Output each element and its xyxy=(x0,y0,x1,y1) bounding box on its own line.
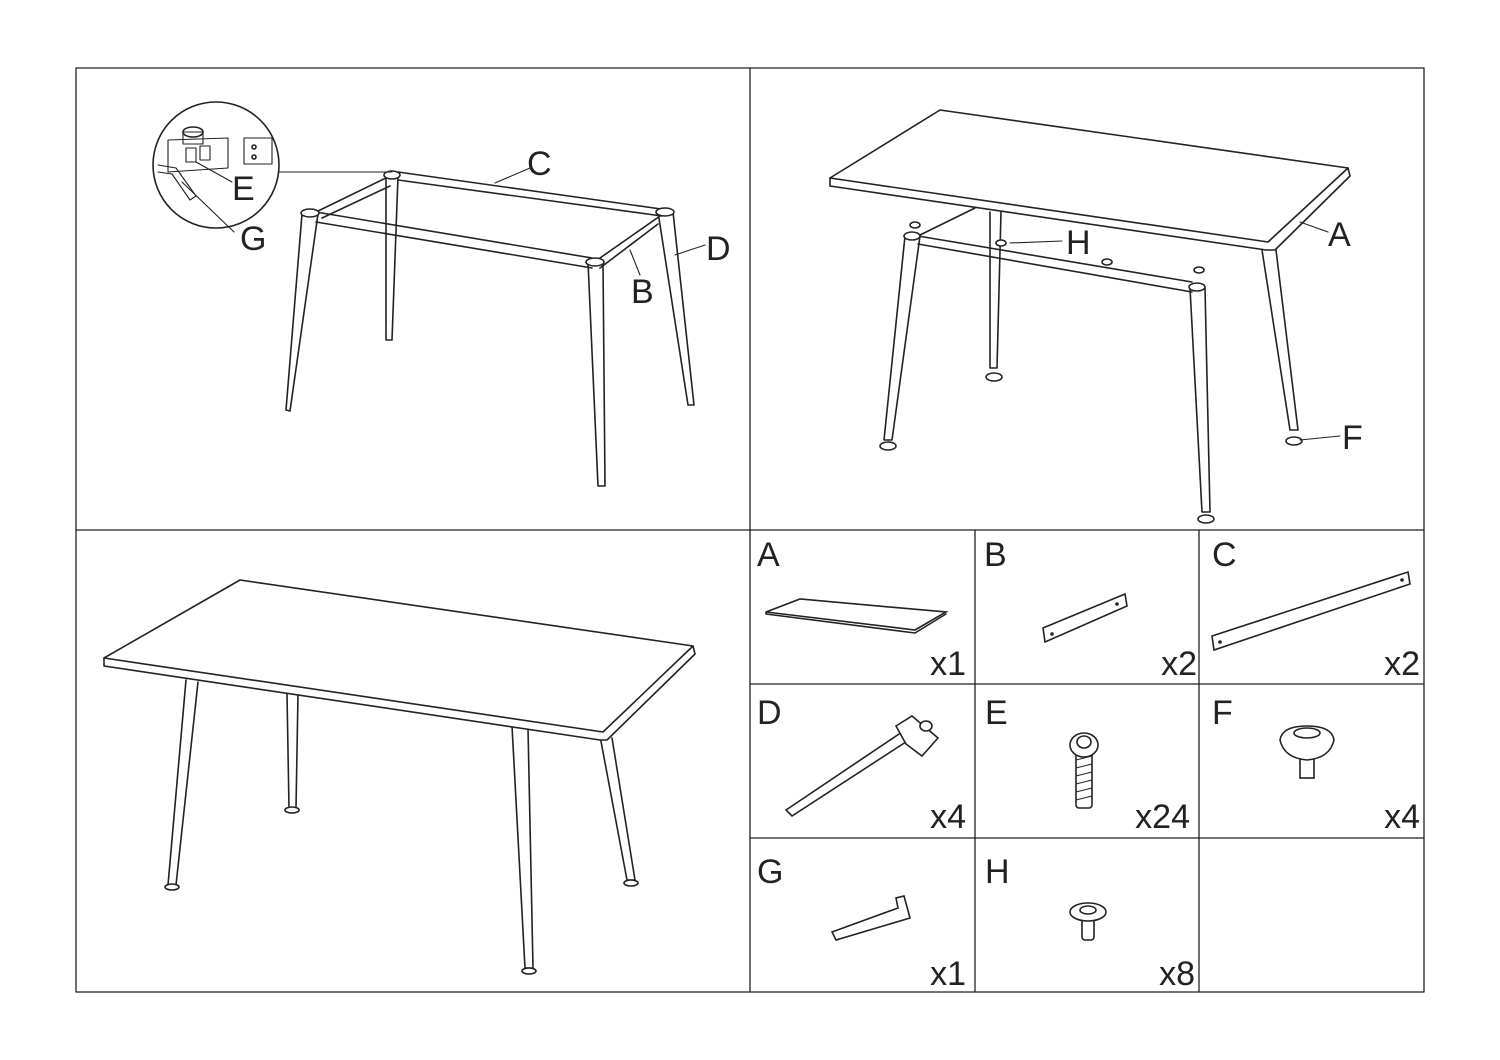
part-quantity: x2 xyxy=(1384,645,1420,683)
part-G-allen-key: G x1 xyxy=(757,853,966,993)
part-quantity: x2 xyxy=(1161,645,1197,683)
panel-grid xyxy=(75,67,1425,993)
part-C-long-rail: C x2 xyxy=(1211,536,1420,683)
callout-A: A xyxy=(1328,216,1351,254)
part-letter: B xyxy=(984,536,1007,574)
callout-H: H xyxy=(1066,224,1091,262)
callout-G: G xyxy=(240,220,266,258)
part-H-pin: H x8 xyxy=(985,853,1195,993)
part-letter: H xyxy=(985,853,1010,891)
part-quantity: x1 xyxy=(930,955,966,993)
part-E-bolt: E x24 xyxy=(985,694,1190,836)
part-D-leg: D x4 xyxy=(757,694,966,836)
part-A-tabletop: A x1 xyxy=(757,536,966,683)
callout-B: B xyxy=(631,273,654,311)
part-quantity: x4 xyxy=(1384,798,1420,836)
part-quantity: x24 xyxy=(1135,798,1190,836)
part-letter: F xyxy=(1212,694,1233,732)
callout-F: F xyxy=(1342,419,1363,457)
part-B-short-rail: B x2 xyxy=(984,536,1197,683)
parts-list: A x1 B x2 C x2 D x4 E x24 xyxy=(757,536,1420,993)
part-letter: G xyxy=(757,853,783,891)
part-F-foot-glide: F x4 xyxy=(1212,694,1420,836)
step2-tabletop-assembly: A H F xyxy=(829,109,1363,524)
callout-E: E xyxy=(232,170,255,208)
step1-frame-assembly: C E G D B xyxy=(152,101,731,487)
part-letter: D xyxy=(757,694,782,732)
callout-C: C xyxy=(527,145,552,183)
part-letter: A xyxy=(757,536,780,574)
part-quantity: x8 xyxy=(1159,955,1195,993)
callout-D: D xyxy=(706,230,731,268)
part-letter: E xyxy=(985,694,1008,732)
part-quantity: x1 xyxy=(930,645,966,683)
part-quantity: x4 xyxy=(930,798,966,836)
step3-completed-table xyxy=(103,579,696,975)
bracket-detail-inset xyxy=(152,101,280,233)
part-letter: C xyxy=(1212,536,1237,574)
